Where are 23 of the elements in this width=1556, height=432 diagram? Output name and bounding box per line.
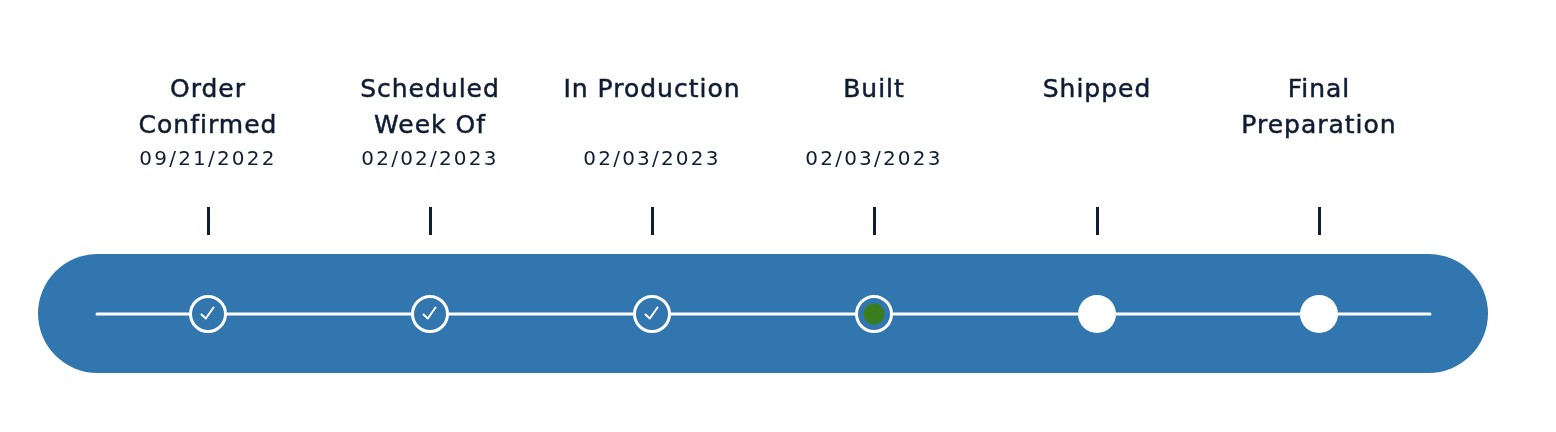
step-date: 09/21/2022	[138, 146, 278, 170]
connector-line	[891, 312, 1080, 316]
check-circle-icon	[633, 295, 671, 333]
step-label: In Production	[562, 73, 742, 105]
step-label: Built	[842, 73, 906, 105]
step-date: 02/02/2023	[360, 146, 500, 170]
connector-line	[669, 312, 857, 316]
check-circle-icon	[189, 295, 227, 333]
ring-dot-icon	[855, 295, 893, 333]
step-date: 02/03/2023	[582, 146, 722, 170]
connector-line	[95, 312, 191, 316]
connector-line	[1114, 312, 1302, 316]
step-label: Final Preparation	[1240, 73, 1398, 141]
connector-line	[1336, 312, 1432, 316]
connector-line	[447, 312, 635, 316]
step-date: 02/03/2023	[804, 146, 944, 170]
check-circle-icon	[411, 295, 449, 333]
step-label: Shipped	[1041, 73, 1153, 105]
step-dot-icon	[1300, 295, 1338, 333]
step-label: Order Confirmed	[137, 73, 279, 141]
step-label: Scheduled Week Of	[359, 73, 501, 141]
step-dot-icon	[1078, 295, 1116, 333]
connector-line	[225, 312, 413, 316]
